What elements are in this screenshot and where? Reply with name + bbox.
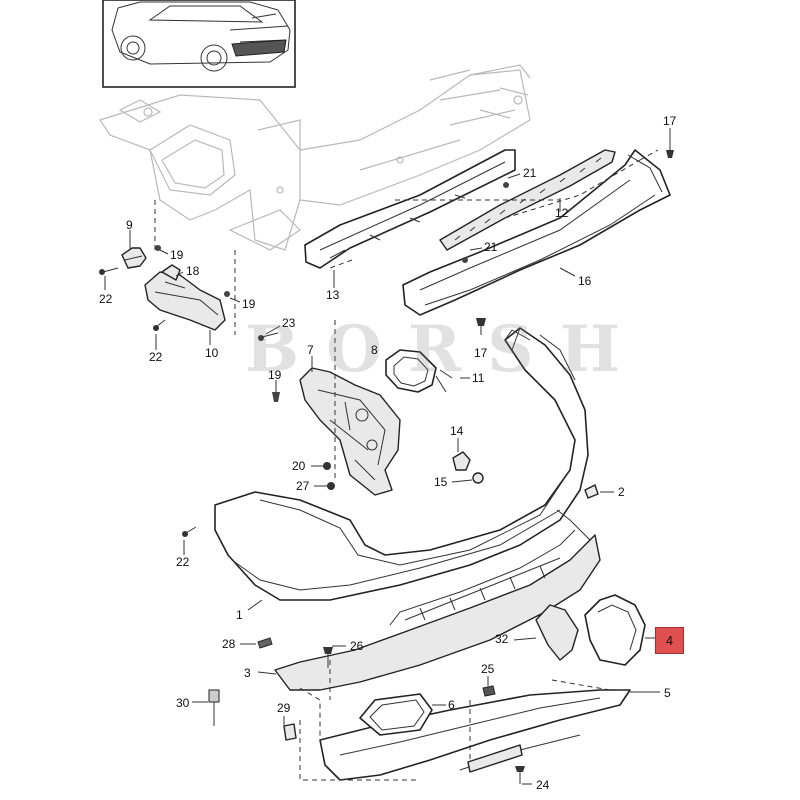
part-1-bumper-cover: [214, 327, 589, 601]
callout-28: 28: [222, 637, 236, 651]
callout-17-top: 17: [663, 114, 677, 128]
callout-8: 8: [371, 343, 378, 357]
part-8-bezel: [385, 349, 453, 393]
callout-3: 3: [244, 666, 251, 680]
callout-15: 15: [434, 475, 448, 489]
fasteners-middle: [182, 392, 599, 537]
callout-14: 14: [450, 424, 464, 438]
callout-32: 32: [495, 632, 509, 646]
watermark-text: BORSH: [245, 312, 646, 387]
bolts-left: [99, 267, 279, 341]
part-12-bracket-rail: [439, 149, 616, 251]
ghost-body-structure: [99, 64, 531, 251]
callout-26: 26: [350, 639, 364, 653]
part-4-corner-trim: [584, 594, 646, 666]
part-16-reinforcement-beam: [402, 149, 671, 316]
callout-1: 1: [236, 608, 243, 622]
callout-18: 18: [186, 264, 200, 278]
part-32-insert: [535, 604, 579, 661]
callout-10: 10: [205, 346, 219, 360]
callout-7: 7: [307, 343, 314, 357]
callout-17-mid: 17: [474, 346, 488, 360]
fasteners-top: [462, 132, 674, 335]
callout-13: 13: [326, 288, 340, 302]
callout-9: 9: [126, 218, 133, 232]
small-parts-bottom: [208, 637, 525, 784]
vehicle-thumbnail: [102, 0, 296, 88]
leader-lines: [104, 128, 671, 785]
part-9-bracket: [121, 245, 161, 269]
part-7-side-bracket: [299, 367, 401, 496]
callout-22-upper: 22: [99, 292, 113, 306]
callout-24: 24: [536, 778, 550, 792]
callout-27: 27: [296, 479, 310, 493]
callout-29: 29: [277, 701, 291, 715]
callout-30: 30: [176, 696, 190, 710]
callout-5: 5: [664, 686, 671, 700]
callout-21-lower: 21: [484, 240, 498, 254]
callout-11: 11: [472, 371, 485, 385]
callout-19-lower: 19: [268, 368, 282, 382]
callout-6: 6: [448, 698, 455, 712]
part-18-10-bracket: [144, 264, 230, 331]
callout-16: 16: [578, 274, 592, 288]
callout-22-lower: 22: [176, 555, 190, 569]
callout-20: 20: [292, 459, 306, 473]
callout-2: 2: [618, 485, 625, 499]
callout-25: 25: [481, 662, 495, 676]
callout-22-mid: 22: [149, 350, 163, 364]
callout-19-upper: 19: [170, 248, 184, 262]
callout-19-mid: 19: [242, 297, 256, 311]
callout-23: 23: [282, 316, 296, 330]
callout-12: 12: [555, 206, 569, 220]
part-13-cross-member: [304, 149, 516, 269]
part-3-diffuser: [274, 509, 601, 691]
part-6-exhaust-bezel: [359, 693, 433, 736]
callout-4: 4: [665, 633, 674, 648]
callout-21-upper: 21: [523, 166, 537, 180]
callout-4-highlighted: 4: [655, 627, 684, 654]
